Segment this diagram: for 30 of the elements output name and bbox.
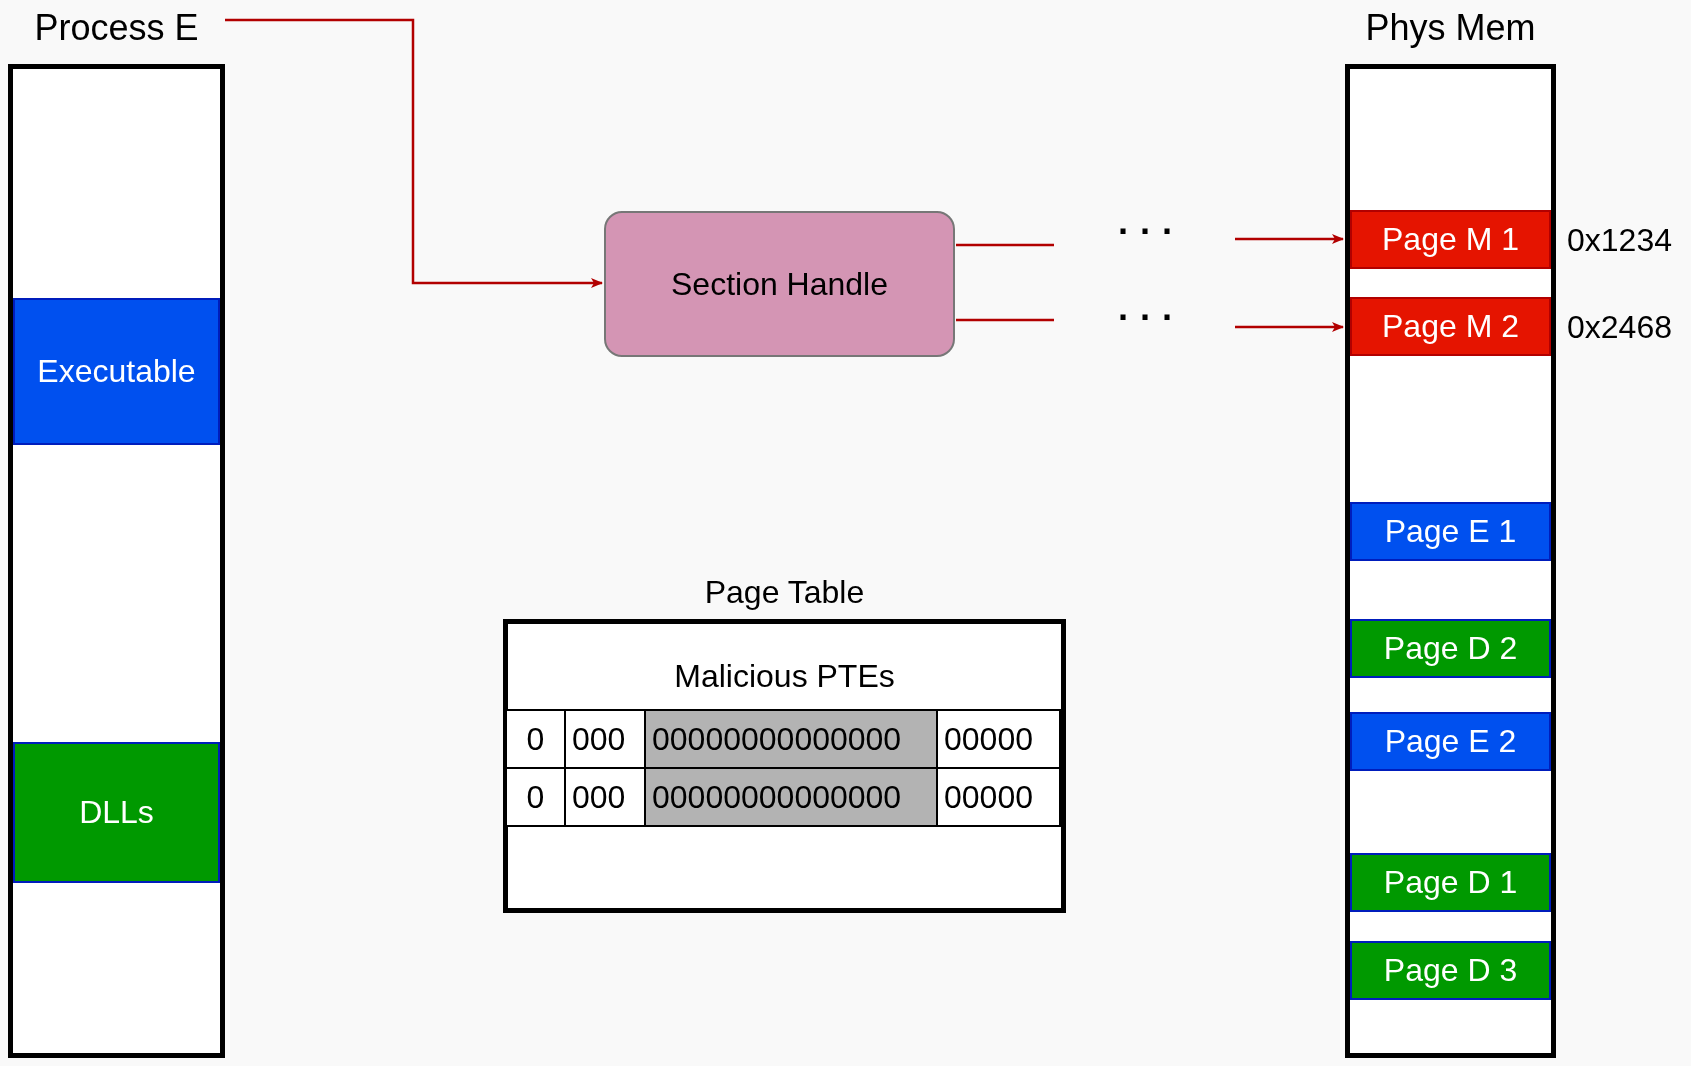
- memory-region: [1350, 502, 1551, 561]
- bit-field: 0: [505, 709, 566, 769]
- node-label: Page E 1: [1384, 513, 1517, 550]
- memory-region: [1350, 941, 1551, 1000]
- table-heading: Malicious PTEs: [674, 658, 895, 695]
- address-label: 0x1234: [1567, 221, 1672, 258]
- node-label: Page D 2: [1383, 630, 1518, 667]
- column-title: Process E: [34, 7, 199, 49]
- bit-field: 00000: [936, 767, 1061, 827]
- handle-box: [604, 211, 955, 357]
- node-label: Page D 1: [1383, 864, 1518, 901]
- node-label: Section Handle: [671, 265, 888, 303]
- memory-region: [13, 298, 220, 445]
- column-title: Phys Mem: [1365, 7, 1536, 49]
- ellipsis: · · ·: [1118, 297, 1174, 339]
- column-title: Page Table: [704, 574, 865, 611]
- node-label: Page M 1: [1382, 221, 1519, 258]
- address-label: 0x2468: [1567, 308, 1672, 345]
- bit-field: 00000: [936, 709, 1061, 769]
- memory-region: [13, 742, 220, 883]
- memory-region: [1350, 619, 1551, 678]
- bit-field: 0: [505, 767, 566, 827]
- node-label: Executable: [37, 353, 196, 390]
- node-label: Page M 2: [1382, 308, 1519, 345]
- node-label: Page D 3: [1383, 952, 1518, 989]
- memory-region: [1350, 853, 1551, 912]
- node-label: DLLs: [79, 794, 154, 831]
- ellipsis: · · ·: [1118, 211, 1174, 253]
- node-label: Page E 2: [1384, 723, 1517, 760]
- memory-region: [1350, 712, 1551, 771]
